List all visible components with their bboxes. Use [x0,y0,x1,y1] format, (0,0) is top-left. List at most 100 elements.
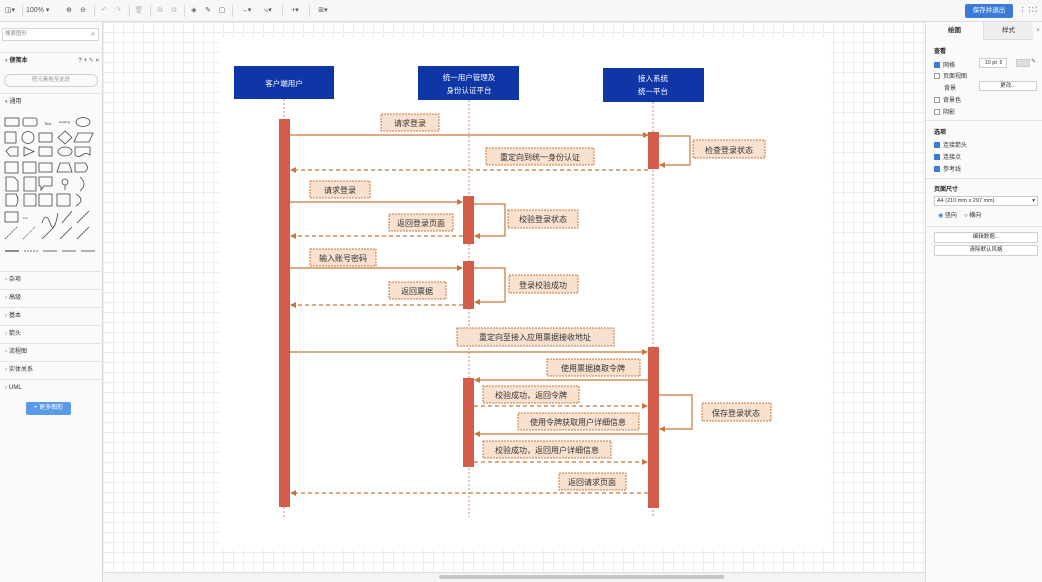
guides-label: 参考线 [943,167,962,173]
msg-label-box [701,402,772,422]
waypoints-icon[interactable]: ⤷▾ [264,7,272,14]
zoom-out-icon[interactable]: ⊖ [80,7,86,14]
background-label: 背景 [944,86,957,92]
scratchpad-label: 便笺本 [9,58,28,64]
actor-app[interactable]: 接入系统 统一平台 [603,68,704,102]
basic-label: 基本 [9,313,22,319]
horizontal-scrollbar[interactable] [439,575,724,579]
landscape-radio[interactable]: ○ 横向 [964,210,981,219]
page-view-label: 页面视图 [943,74,968,80]
arrows-label: 箭头 [9,331,22,337]
panel-toggle-icon[interactable]: ◫▾ [4,7,16,14]
checkbox-checked-icon [934,154,940,160]
zoom-value: 100% [26,7,44,14]
page-view-checkbox[interactable]: 页面视图 [934,71,967,80]
checkbox-checked-icon [934,62,940,68]
sequence-diagram: 客户端用户 统一用户管理及 身份认证平台 接入系统 统一平台 [234,66,772,517]
section-scratchpad[interactable]: 便笺本 ? + ✎ × [0,52,103,69]
actor-client-label: 客户端用户 [265,78,303,88]
tab-style[interactable]: 样式 [983,22,1033,40]
to-back-icon[interactable]: ⧉ [171,7,177,14]
zoom-in-icon[interactable]: ⊕ [66,7,72,14]
msg-label-enter-credentials: 输入账号密码 [319,253,367,263]
general-label: 通用 [9,99,22,105]
section-uml[interactable]: UML [0,379,103,396]
section-advanced[interactable]: 高级 [0,289,103,306]
scratchpad-dropzone[interactable]: 把元素拖至此处 [4,74,98,87]
insert-icon[interactable]: +▾ [291,7,299,14]
section-misc[interactable]: 杂项 [0,271,103,288]
msg-arrow-self-2 [474,203,506,239]
activation-iam-2[interactable] [463,261,474,309]
activation-iam-1[interactable] [463,196,474,244]
msg-label-redirect-app: 重定向至接入应用票据接收地址 [479,332,591,342]
activation-client[interactable] [279,119,290,507]
connection-arrows-checkbox[interactable]: 连接箭头 [934,140,967,149]
activation-app-1[interactable] [648,132,659,169]
actor-app-label-1: 接入系统 [638,73,668,83]
shape-palette[interactable]: Text Heading List [2,115,99,285]
msg-label-save-status: 保存登录状态 [712,408,760,418]
msg-label-return-ticket: 返回票据 [401,286,433,296]
table-icon[interactable]: ⊞▾ [318,7,328,14]
page-tabs-bar [103,572,925,582]
grid-color-swatch[interactable] [1016,59,1030,67]
msg-label-box [309,248,377,267]
section-basic[interactable]: 基本 [0,307,103,324]
portrait-radio[interactable]: ◉ 竖向 [938,210,957,219]
msg-label-box [482,440,612,459]
bg-color-checkbox[interactable]: 背景色 [934,95,961,104]
connection-points-checkbox[interactable]: 连接点 [934,152,961,161]
activation-iam-3[interactable] [463,378,474,467]
actor-iam[interactable]: 统一用户管理及 身份认证平台 [418,66,519,100]
edit-data-button[interactable]: 编辑数据... [934,232,1038,243]
guides-checkbox[interactable]: 参考线 [934,164,961,173]
undo-icon[interactable]: ↶ [101,7,107,14]
paper-size-select[interactable]: A4 (210 mm x 297 mm)▾ [934,196,1038,206]
shadow-checkbox[interactable]: 阴影 [934,107,955,116]
section-flowchart[interactable]: 流程图 [0,343,103,360]
paper-size-heading: 页面尺寸 [934,187,959,193]
more-shapes-button[interactable]: + 更多图形 [26,402,71,415]
msg-label-box [692,139,766,159]
section-er[interactable]: 实体关系 [0,361,103,378]
edit-grid-icon[interactable]: ✎ [1031,59,1037,65]
connection-icon[interactable]: →▾ [240,7,252,14]
clear-default-style-button[interactable]: 清除默认风格 [934,245,1038,256]
fill-color-icon[interactable]: ◈ [191,7,197,14]
redo-icon[interactable]: ↷ [115,7,121,14]
scratchpad-tools-icon[interactable]: ? + ✎ × [78,58,99,64]
grid-size-input[interactable]: 10 pt ⇕ [979,58,1007,68]
landscape-label: 横向 [969,213,982,219]
canvas[interactable]: 客户端用户 统一用户管理及 身份认证平台 接入系统 统一平台 [103,22,925,582]
zoom-select[interactable]: 100% ▾ [26,7,50,14]
grid-checkbox[interactable]: 网格 [934,60,955,69]
to-front-icon[interactable]: ⧉ [157,7,163,14]
msg-label-exchange-token: 使用票据换取令牌 [561,363,625,373]
msg-label-box [388,213,454,232]
section-general[interactable]: 通用 [0,93,103,110]
er-label: 实体关系 [9,367,34,373]
checkbox-checked-icon [934,166,940,172]
fullscreen-icon[interactable]: ⛶ [1032,7,1037,14]
format-panel: 绘图 样式 × 查看 网格 10 pt ⇕ ✎ 页面视图 背景 更改... 背景… [925,22,1042,582]
format-panel-icon[interactable]: ⋮⋮ [1019,7,1033,14]
checkbox-icon [934,97,940,103]
actor-app-label-2: 统一平台 [638,86,668,96]
line-color-icon[interactable]: ✎ [205,7,211,14]
activation-app-2[interactable] [648,347,659,508]
change-background-button[interactable]: 更改... [979,81,1037,91]
search-input[interactable]: 搜索图形⌕ [2,28,99,41]
search-icon[interactable]: ⌕ [91,31,95,38]
close-panel-icon[interactable]: × [1036,27,1040,34]
shadow-icon[interactable]: ▢ [218,7,226,14]
connection-points-label: 连接点 [943,155,962,161]
delete-icon[interactable]: 🗑 [134,7,144,14]
tab-diagram[interactable]: 绘图 [926,22,983,40]
msg-label-box [517,412,640,431]
section-arrows[interactable]: 箭头 [0,325,103,342]
save-exit-button[interactable]: 保存并退出 [965,4,1013,18]
msg-label-box [388,281,447,300]
actor-client[interactable]: 客户端用户 [234,66,334,99]
msg-arrow-self-4 [659,394,693,432]
